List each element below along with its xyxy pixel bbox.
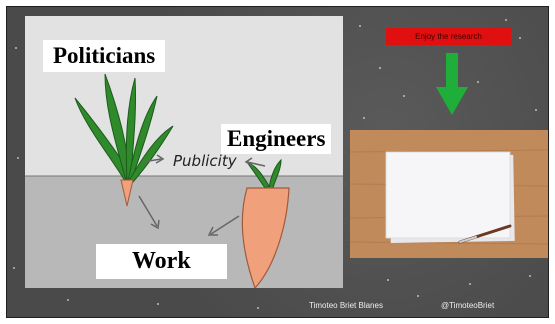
arrow-root-to-work <box>138 195 158 227</box>
engineers-label: Engineers <box>221 124 332 154</box>
author-name: Timoteo Briet Blanes <box>309 301 383 310</box>
author-handle: @TimoteoBriet <box>441 301 495 310</box>
big-carrot-root <box>241 187 290 288</box>
presentation-slide: Politicians Engineers Publicity Work Enj… <box>6 6 549 318</box>
diagram-arrows <box>138 154 266 236</box>
down-arrow-icon <box>436 53 468 120</box>
carrot-drawing: Politicians Engineers Publicity Work <box>25 16 343 288</box>
small-carrot-root <box>120 179 134 207</box>
arrow-to-publicity <box>142 158 162 163</box>
paper-stack <box>385 151 511 239</box>
arrow-carrot-to-work <box>210 215 240 235</box>
arrow-engineers-to-publicity <box>246 161 266 167</box>
small-carrot-leaves <box>74 73 174 183</box>
politicians-label: Politicians <box>43 40 166 72</box>
publicity-label: Publicity <box>173 152 237 170</box>
research-banner: Enjoy the research <box>386 28 511 45</box>
work-label: Work <box>96 244 227 279</box>
paper-on-desk-photo <box>349 130 548 258</box>
